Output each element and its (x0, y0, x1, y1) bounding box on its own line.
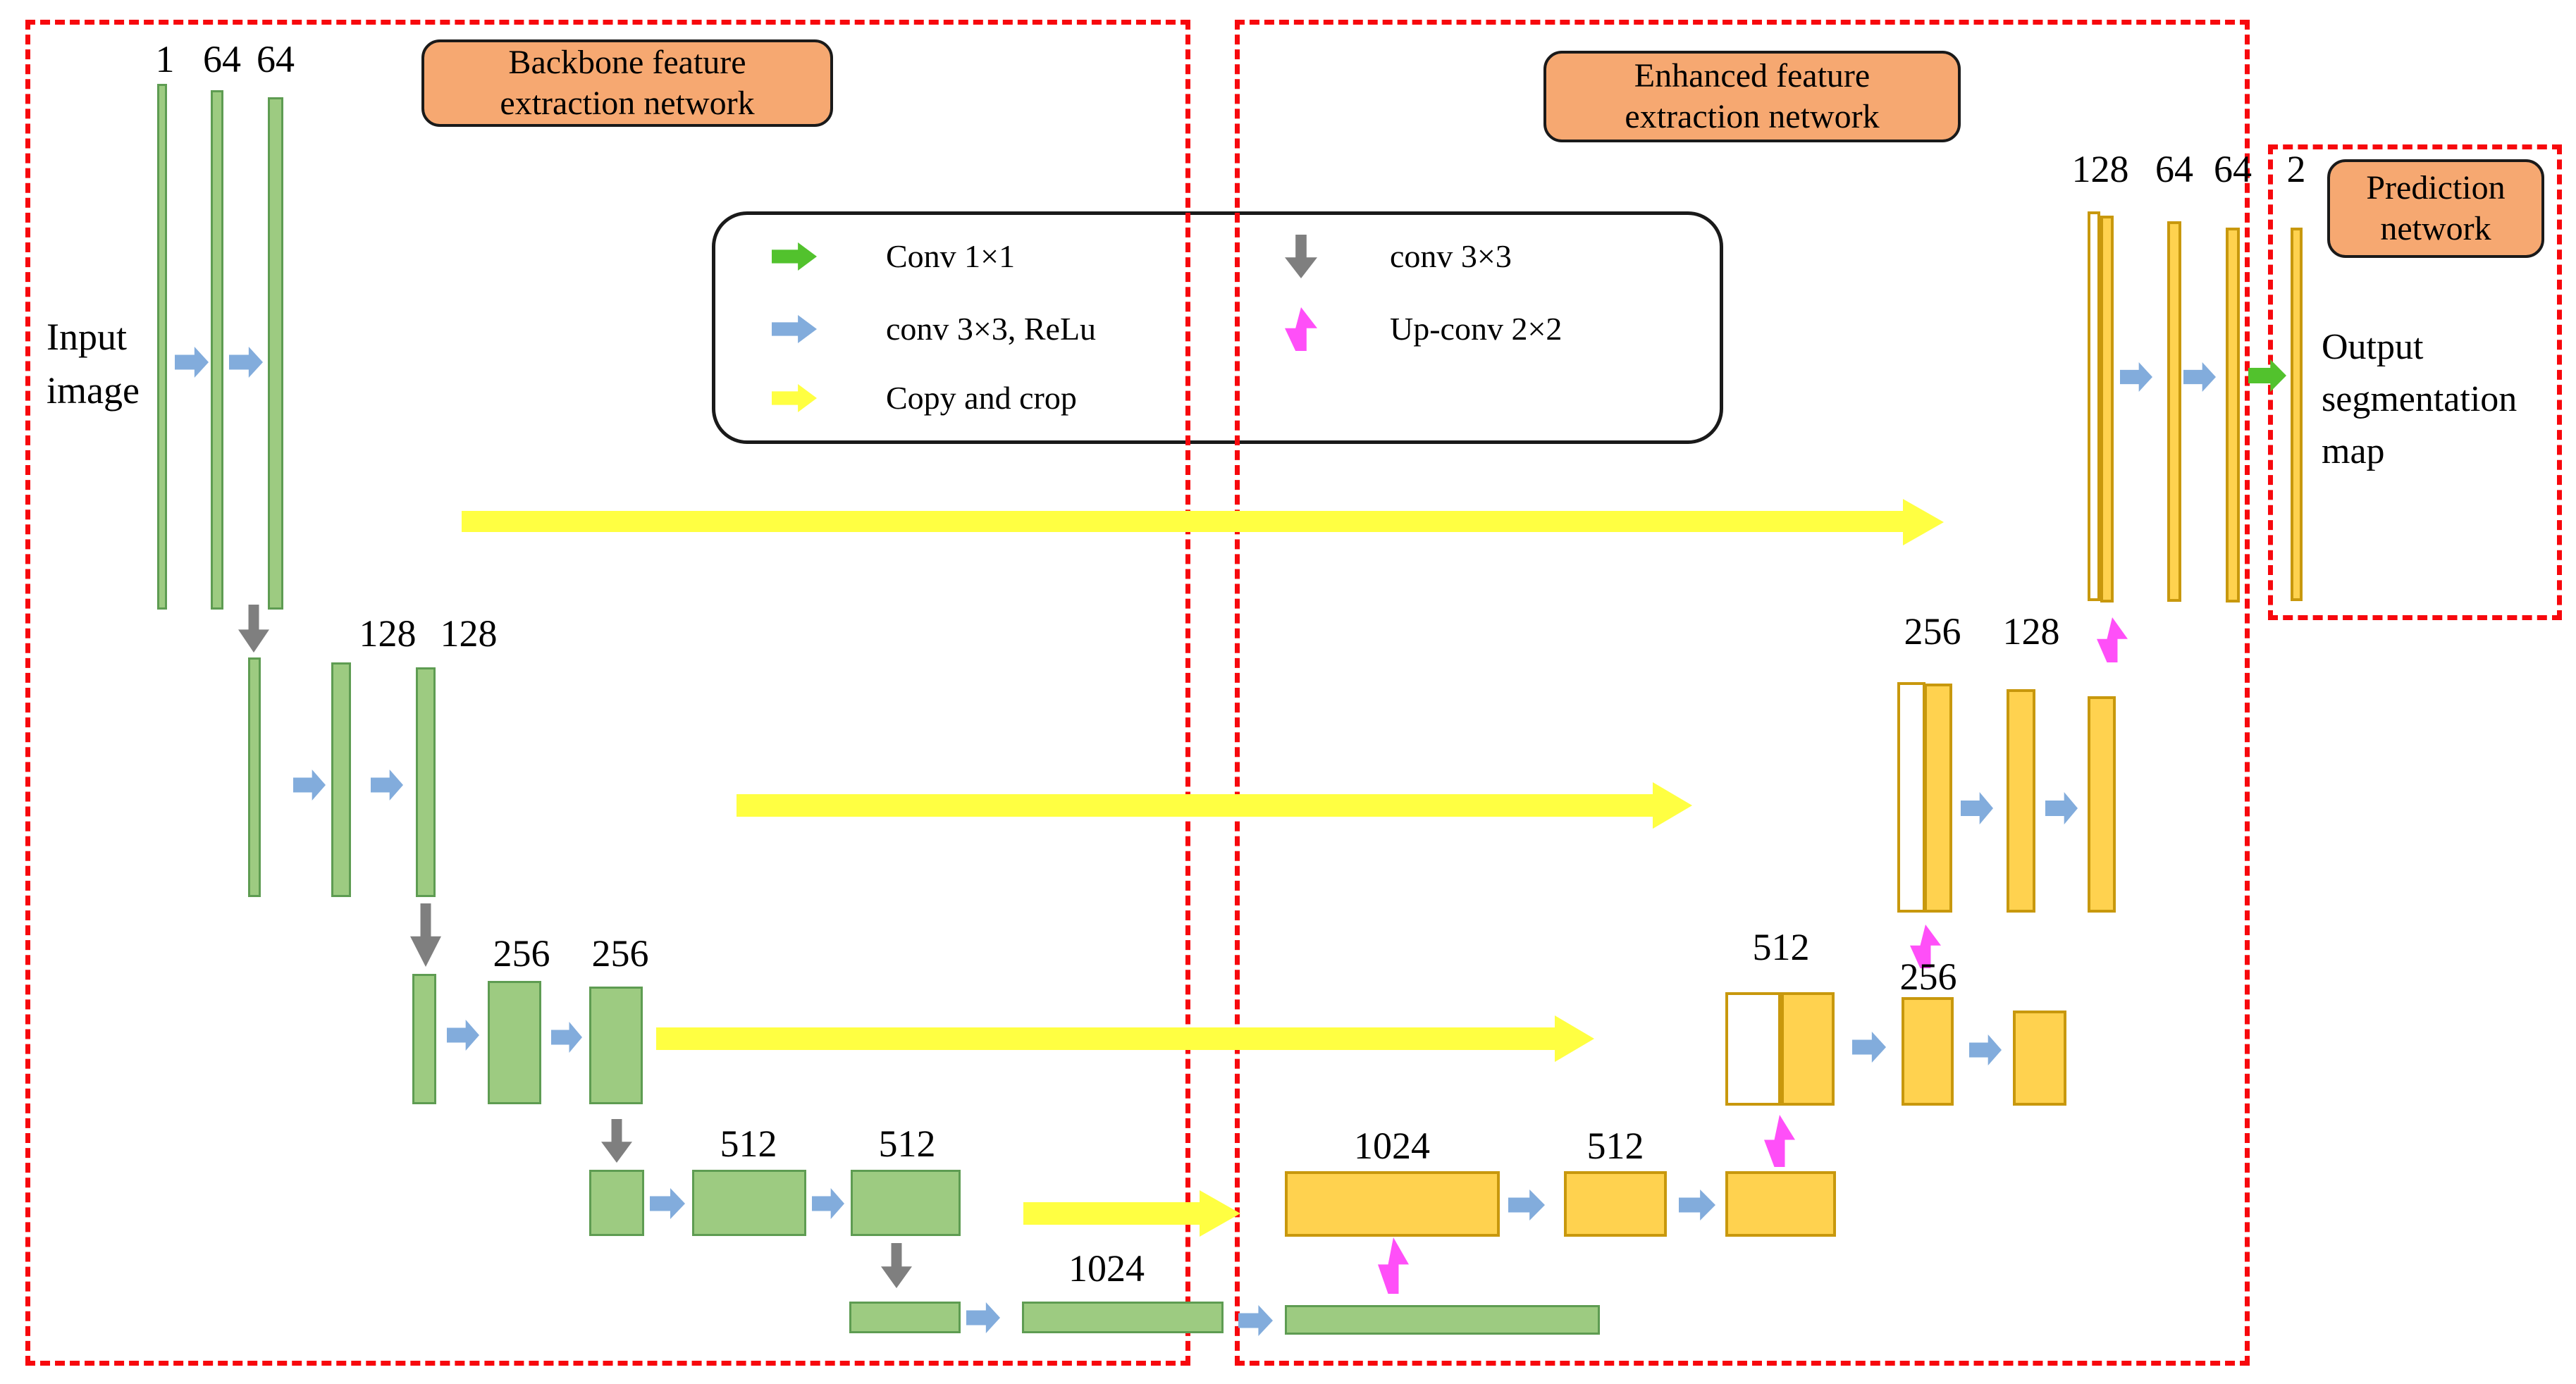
dec3-feature-box-512 (1781, 992, 1835, 1106)
dec3-copied-feature-box (1725, 992, 1781, 1106)
output-label-line1: Output (2322, 327, 2424, 367)
dec3-feature-box-256 (1902, 997, 1954, 1106)
enc1-feature-bar-3 (268, 97, 283, 610)
enhanced-tag-line1: Enhanced feature (1634, 57, 1871, 94)
enc3-feature-bar-2 (488, 981, 541, 1104)
enc2-feature-bar-2 (331, 662, 351, 897)
enc4-feature-bar-3 (851, 1170, 961, 1236)
copy-crop-arrow-3-head (1555, 1015, 1594, 1062)
enc4-feature-bar-2 (692, 1170, 806, 1236)
output-label-line2: segmentation (2322, 379, 2518, 419)
enhanced-tag-line2: extraction network (1625, 98, 1880, 135)
copy-crop-arrow-4 (1023, 1202, 1200, 1225)
dec1-channels-2: 64 (2155, 148, 2193, 190)
legend-item-conv1x1: Conv 1×1 (886, 238, 1016, 274)
enc5-channels-1: 1024 (1068, 1247, 1145, 1290)
input-label-line2: image (47, 369, 140, 412)
dec4-feature-box-1024 (1285, 1171, 1500, 1237)
dec1-feature-bar-64b (2226, 228, 2240, 603)
enc4-channels-1: 512 (720, 1123, 777, 1165)
legend-panel: Conv 1×1 conv 3×3, ReLu Copy and crop co… (712, 211, 1723, 444)
enc1-channels-1: 1 (155, 38, 175, 80)
input-image-label: Input image (47, 310, 140, 417)
dec2-feature-bar-128 (2007, 689, 2035, 913)
dec1-channels-1: 128 (2071, 148, 2129, 190)
copy-crop-arrow-1 (462, 511, 1903, 532)
bottleneck-feature-bar (1285, 1305, 1600, 1335)
enc5-feature-bar-1 (849, 1302, 961, 1333)
enc1-channels-2: 64 (203, 38, 241, 80)
dec3-feature-box-3 (2013, 1011, 2066, 1106)
output-segmentation-label: Output segmentation map (2322, 321, 2517, 478)
legend-item-copycrop: Copy and crop (886, 380, 1077, 416)
enc2-feature-bar-1 (248, 657, 261, 897)
dec2-channels-1: 256 (1904, 610, 1961, 653)
dec2-channels-2: 128 (2002, 610, 2060, 653)
dec2-feature-bar-256 (1924, 684, 1952, 913)
legend-item-upconv2x2: Up-conv 2×2 (1390, 311, 1563, 347)
enc1-feature-bar-1 (157, 84, 167, 610)
dec2-feature-bar-3 (2088, 696, 2116, 913)
copy-crop-arrow-2-head (1653, 782, 1692, 829)
dec1-channels-4: 2 (2286, 148, 2306, 190)
legend-item-conv3x3: conv 3×3 (1390, 238, 1512, 274)
enc2-channels-1: 128 (359, 612, 417, 655)
copy-crop-arrow-2 (737, 794, 1653, 817)
enc3-feature-bar-1 (412, 974, 436, 1104)
legend-item-conv3x3relu: conv 3×3, ReLu (886, 311, 1097, 347)
dec4-channels-1: 1024 (1354, 1125, 1430, 1167)
enc2-channels-2: 128 (440, 612, 498, 655)
enc3-feature-bar-3 (589, 987, 643, 1104)
enhanced-region-box (1235, 20, 2250, 1366)
dec1-copied-feature-bar (2088, 211, 2100, 601)
dec1-channels-3: 64 (2214, 148, 2252, 190)
dec4-feature-box-512 (1564, 1171, 1667, 1237)
enc1-channels-3: 64 (257, 38, 295, 80)
copy-crop-arrow-1-head (1903, 499, 1944, 545)
copy-crop-arrow-3 (656, 1027, 1555, 1050)
copy-crop-arrow-4-head (1200, 1190, 1240, 1237)
dec4-feature-box-3 (1725, 1171, 1836, 1237)
enhanced-network-tag: Enhanced feature extraction network (1543, 51, 1961, 142)
backbone-network-tag: Backbone feature extraction network (421, 39, 833, 127)
enc3-channels-1: 256 (493, 932, 550, 975)
dec3-channels-2: 256 (1899, 956, 1957, 998)
input-label-line1: Input (47, 316, 127, 358)
enc5-feature-bar-2 (1022, 1302, 1224, 1333)
enc4-channels-2: 512 (878, 1123, 936, 1165)
dec4-channels-2: 512 (1586, 1125, 1644, 1167)
backbone-tag-line1: Backbone feature (508, 44, 746, 81)
dec1-feature-bar-128 (2100, 216, 2114, 603)
dec2-copied-feature-bar (1897, 682, 1925, 913)
prediction-tag-line2: network (2380, 210, 2491, 247)
enc3-channels-2: 256 (591, 932, 649, 975)
enc2-feature-bar-3 (416, 667, 436, 897)
dec1-feature-bar-64a (2167, 221, 2181, 602)
backbone-region-box (25, 20, 1190, 1366)
enc1-feature-bar-2 (211, 90, 223, 610)
prediction-network-tag: Prediction network (2327, 159, 2544, 258)
backbone-tag-line2: extraction network (500, 85, 755, 122)
output-label-line3: map (2322, 431, 2385, 471)
enc4-feature-bar-1 (589, 1170, 644, 1236)
output-segmentation-bar-2 (2291, 228, 2303, 601)
prediction-tag-line1: Prediction (2366, 169, 2506, 206)
dec3-channels-1: 512 (1752, 926, 1810, 968)
